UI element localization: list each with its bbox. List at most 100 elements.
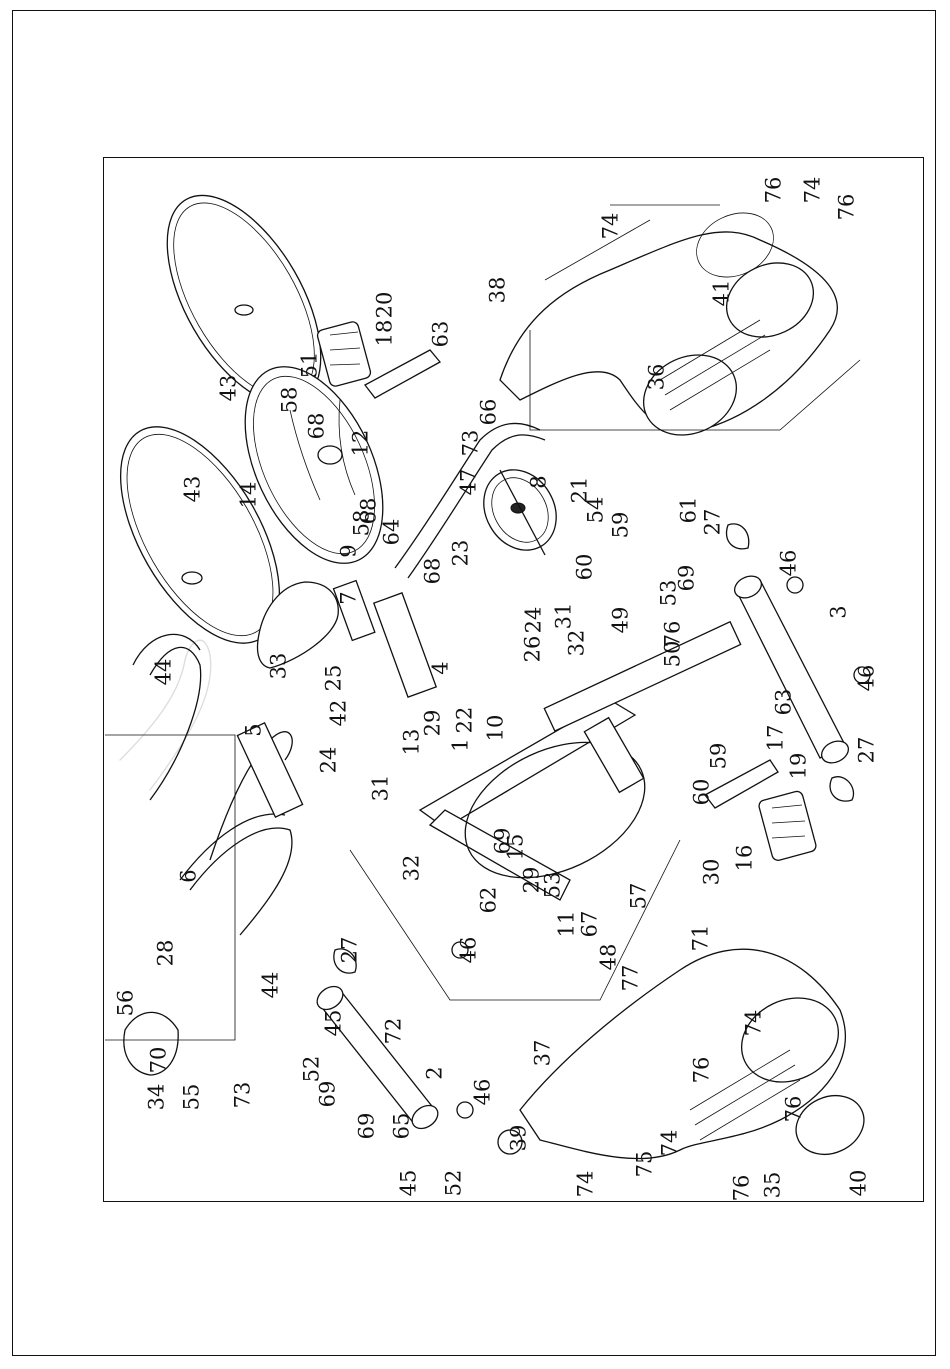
crank-arm-17 xyxy=(704,759,779,809)
part-callout-18: 18 xyxy=(373,320,397,347)
main-frame-1 xyxy=(418,620,742,901)
part-callout-53: 53 xyxy=(541,872,565,899)
part-callout-43: 43 xyxy=(181,476,205,503)
part-callout-63: 63 xyxy=(429,321,453,348)
part-callout-58: 58 xyxy=(278,387,302,414)
part-callout-4: 4 xyxy=(429,661,453,674)
part-callout-27: 27 xyxy=(855,737,879,764)
part-callout-53: 53 xyxy=(657,580,681,607)
part-callout-16: 16 xyxy=(733,845,757,872)
part-callout-69: 69 xyxy=(675,565,699,592)
part-callout-72: 72 xyxy=(382,1018,406,1045)
part-callout-5: 5 xyxy=(242,723,266,736)
seat-33 xyxy=(256,581,339,669)
part-callout-62: 62 xyxy=(477,887,501,914)
part-callout-51: 51 xyxy=(298,352,322,379)
part-callout-44: 44 xyxy=(152,659,176,686)
part-callout-17: 17 xyxy=(764,725,788,752)
crank-cover-39 xyxy=(497,1129,523,1155)
part-callout-76: 76 xyxy=(762,177,786,204)
diagram-frame xyxy=(103,157,924,1202)
flywheel-cover-43-lower xyxy=(119,426,281,644)
part-callout-29: 29 xyxy=(520,867,544,894)
part-callout-65: 65 xyxy=(390,1113,414,1140)
part-callout-73: 73 xyxy=(231,1082,255,1109)
part-callout-8: 8 xyxy=(527,475,551,488)
part-callout-60: 60 xyxy=(573,554,597,581)
crank-arm-18 xyxy=(364,349,442,399)
part-callout-22: 22 xyxy=(453,707,477,734)
part-callout-76: 76 xyxy=(730,1175,754,1202)
shroud-right-36-38-41 xyxy=(499,212,838,436)
leveler-46 xyxy=(786,576,804,594)
part-callout-73: 73 xyxy=(459,430,483,457)
part-callout-68: 68 xyxy=(421,558,445,585)
part-callout-10: 10 xyxy=(484,715,508,742)
part-callout-76: 76 xyxy=(690,1057,714,1084)
part-callout-19: 19 xyxy=(787,753,811,780)
part-callout-67: 67 xyxy=(578,911,602,938)
part-callout-27: 27 xyxy=(338,937,362,964)
seat-post-4 xyxy=(372,592,438,698)
part-callout-49: 49 xyxy=(609,607,633,634)
part-callout-75: 75 xyxy=(633,1151,657,1178)
rear-stabilizer-2 xyxy=(316,985,439,1130)
leveler-46-b xyxy=(853,666,871,684)
part-callout-12: 12 xyxy=(349,430,373,457)
part-callout-74: 74 xyxy=(801,177,825,204)
part-callout-45: 45 xyxy=(397,1170,421,1197)
part-callout-50: 50 xyxy=(661,641,685,668)
part-callout-56: 56 xyxy=(114,990,138,1017)
flywheel-14 xyxy=(244,366,384,564)
part-callout-59: 59 xyxy=(609,512,633,539)
part-callout-30: 30 xyxy=(700,859,724,886)
pedal-19 xyxy=(758,790,817,861)
part-callout-37: 37 xyxy=(531,1040,555,1067)
part-callout-24: 24 xyxy=(522,607,546,634)
part-callout-74: 74 xyxy=(599,213,623,240)
part-callout-38: 38 xyxy=(486,277,510,304)
part-callout-63: 63 xyxy=(772,689,796,716)
part-callout-52: 52 xyxy=(300,1056,324,1083)
assembly-guide-lines xyxy=(105,204,861,1041)
shroud-left-35-37-40 xyxy=(519,948,865,1160)
part-callout-55: 55 xyxy=(180,1084,204,1111)
part-callout-52: 52 xyxy=(442,1170,466,1197)
part-callout-64: 64 xyxy=(380,519,404,546)
end-cap-27-rear xyxy=(333,948,357,974)
part-callout-44: 44 xyxy=(259,972,283,999)
end-cap-27-front-top xyxy=(725,523,750,550)
drive-belt-47 xyxy=(394,422,541,569)
part-callout-68: 68 xyxy=(357,498,381,525)
part-callout-33: 33 xyxy=(267,653,291,680)
part-callout-28: 28 xyxy=(154,940,178,967)
front-stabilizer-3 xyxy=(733,575,850,764)
part-callout-68: 68 xyxy=(305,413,329,440)
part-callout-46: 46 xyxy=(855,665,879,692)
part-callout-21: 21 xyxy=(568,477,592,504)
end-cap-27-front-bottom xyxy=(829,776,855,802)
part-callout-3: 3 xyxy=(827,605,851,618)
part-callout-74: 74 xyxy=(658,1130,682,1157)
part-callout-31: 31 xyxy=(369,775,393,802)
part-callout-41: 41 xyxy=(710,280,734,307)
part-callout-20: 20 xyxy=(373,292,397,319)
part-callout-36: 36 xyxy=(645,364,669,391)
part-callout-23: 23 xyxy=(449,540,473,567)
belt-pulley-8 xyxy=(483,469,557,556)
part-callout-61: 61 xyxy=(677,497,701,524)
part-callout-59: 59 xyxy=(707,743,731,770)
leveler-46-rear-b xyxy=(456,1101,474,1119)
part-callout-46: 46 xyxy=(457,937,481,964)
part-callout-29: 29 xyxy=(421,710,445,737)
part-callout-76: 76 xyxy=(782,1096,806,1123)
part-callout-46: 46 xyxy=(777,550,801,577)
leveler-46-rear-a xyxy=(451,941,469,959)
part-callout-1: 1 xyxy=(449,738,473,751)
part-callout-71: 71 xyxy=(689,925,713,952)
part-callout-69: 69 xyxy=(316,1081,340,1108)
part-callout-40: 40 xyxy=(847,1170,871,1197)
part-callout-24: 24 xyxy=(317,747,341,774)
